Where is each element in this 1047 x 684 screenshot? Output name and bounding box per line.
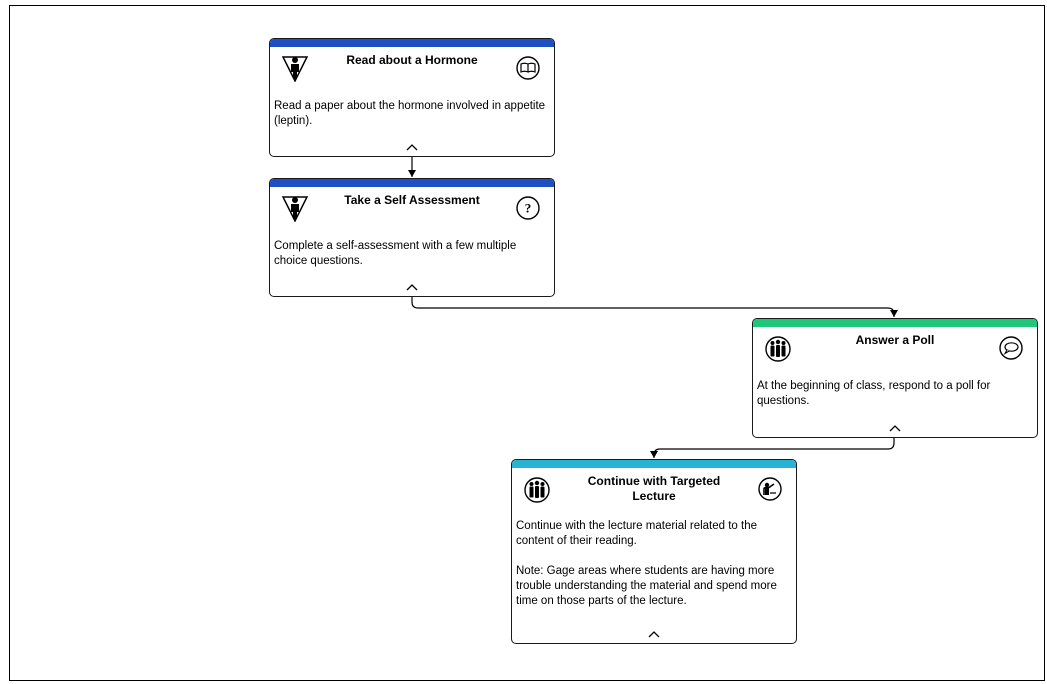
question-icon: ?: [516, 196, 540, 220]
book-icon: [516, 56, 540, 80]
card-title: Continue with Targeted Lecture: [587, 474, 721, 503]
card-title: Answer a Poll: [855, 333, 935, 347]
card-color-bar: [270, 39, 554, 47]
group-icon: [524, 477, 550, 503]
card-body: At the beginning of class, respond to a …: [757, 379, 1031, 409]
canvas-frame: [9, 5, 1045, 681]
collapse-chevron-icon[interactable]: [405, 283, 419, 291]
card-color-bar: [512, 460, 796, 468]
connector-assessment-to-poll: [411, 297, 898, 317]
card-description: Read a paper about the hormone involved …: [274, 100, 546, 127]
card-description: Continue with the lecture material relat…: [516, 520, 757, 547]
collapse-chevron-icon[interactable]: [888, 424, 902, 432]
svg-text:?: ?: [525, 201, 532, 216]
connector-poll-to-lecture: [650, 438, 895, 458]
card-title: Read about a Hormone: [346, 53, 478, 67]
activity-card-targeted-lecture[interactable]: Continue with Targeted Lecture Continue …: [511, 459, 797, 644]
card-title: Take a Self Assessment: [344, 193, 480, 207]
card-body: Read a paper about the hormone involved …: [274, 99, 548, 129]
activity-card-answer-poll[interactable]: Answer a Poll At the beginning of class,…: [752, 318, 1038, 438]
lecture-icon: [758, 477, 782, 501]
speech-bubble-icon: [999, 336, 1023, 360]
individual-icon: [282, 56, 308, 82]
group-icon: [765, 336, 791, 362]
card-description: At the beginning of class, respond to a …: [757, 380, 991, 407]
card-description: Complete a self-assessment with a few mu…: [274, 240, 517, 267]
activity-card-read-hormone[interactable]: Read about a Hormone Read a paper about …: [269, 38, 555, 157]
collapse-chevron-icon[interactable]: [405, 143, 419, 151]
card-body: Complete a self-assessment with a few mu…: [274, 239, 548, 269]
card-color-bar: [270, 179, 554, 187]
activity-card-self-assessment[interactable]: Take a Self Assessment ? Complete a self…: [269, 178, 555, 297]
individual-icon: [282, 196, 308, 222]
card-note: Note: Gage areas where students are havi…: [516, 565, 777, 607]
card-body: Continue with the lecture material relat…: [516, 519, 790, 609]
collapse-chevron-icon[interactable]: [647, 630, 661, 638]
card-color-bar: [753, 319, 1037, 327]
